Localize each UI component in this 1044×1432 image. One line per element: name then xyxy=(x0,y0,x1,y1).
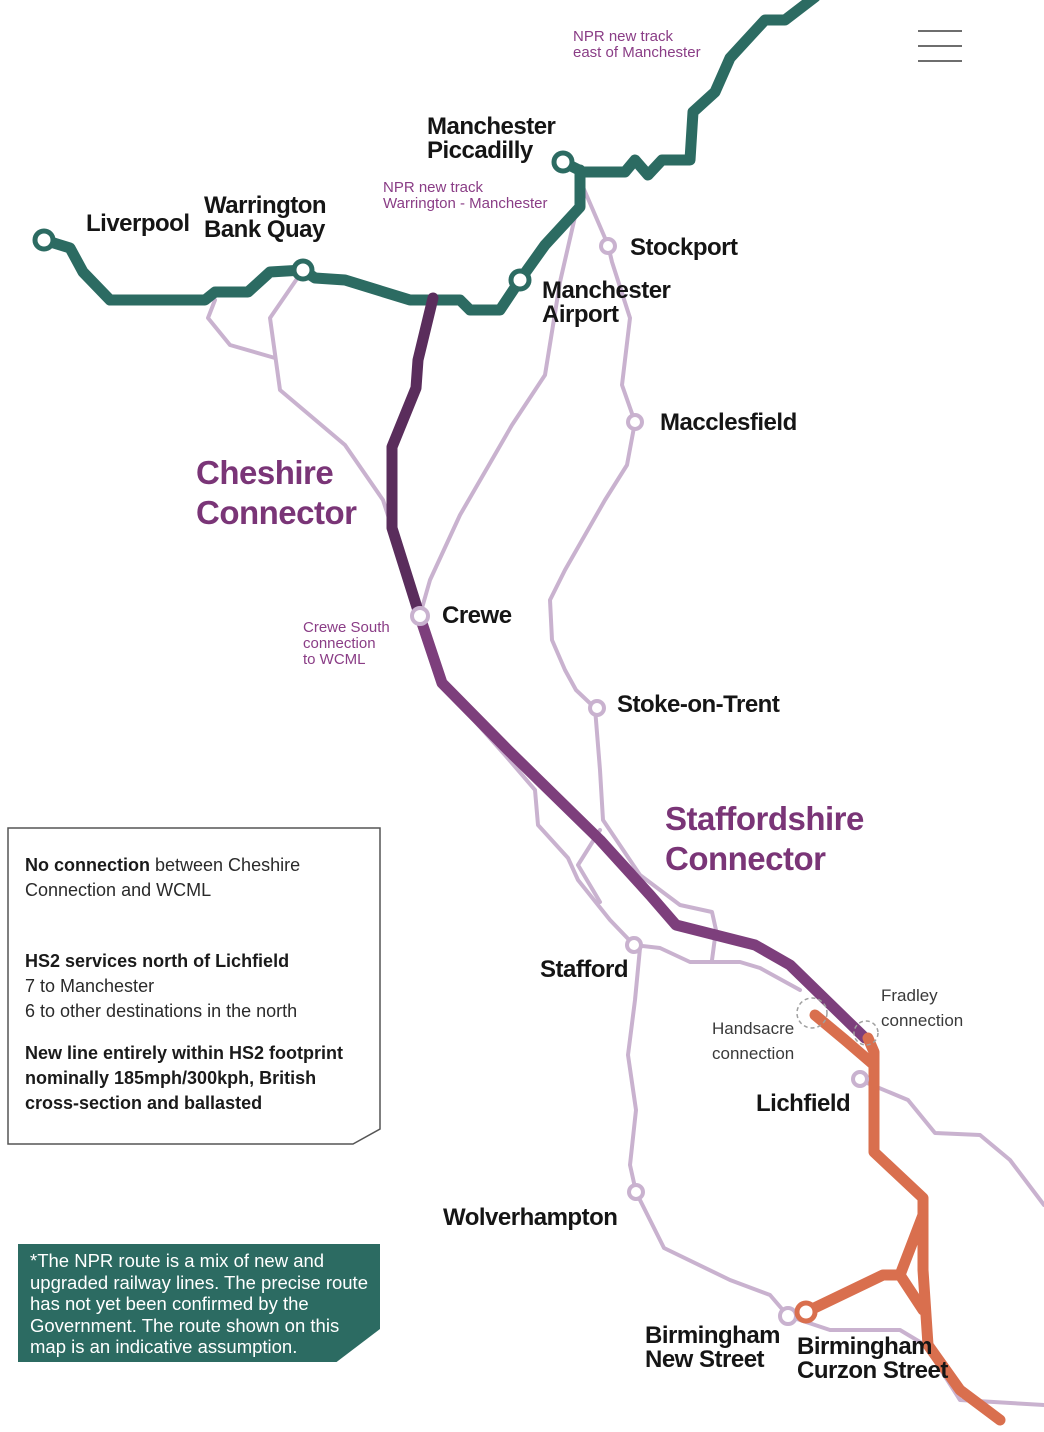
station-marker-bham-new-street[interactable] xyxy=(778,1306,798,1326)
label-staffordshire-connector-line1: Staffordshire xyxy=(665,800,864,837)
label-macclesfield: Macclesfield xyxy=(660,409,797,436)
label-stoke-on-trent: Stoke-on-Trent xyxy=(617,691,780,718)
label-stafford: Stafford xyxy=(540,956,628,983)
info-new-line: New line entirely within HS2 footprint n… xyxy=(25,1043,344,1113)
menu-bar xyxy=(918,45,962,47)
label-warrington-line1: Warrington xyxy=(204,192,326,219)
label-wolverhampton: Wolverhampton xyxy=(443,1204,617,1231)
existing-line-wolverhampton-birmingham xyxy=(634,1190,790,1318)
menu-bar xyxy=(918,30,962,32)
cheshire-connector-line xyxy=(386,292,439,623)
station-marker-stafford[interactable] xyxy=(625,936,643,954)
handsacre-connection-ring xyxy=(796,997,828,1029)
fradley-connection-ring xyxy=(853,1020,879,1046)
label-cheshire-connector-line2: Connector xyxy=(196,494,357,531)
hamburger-menu-icon[interactable] xyxy=(918,30,962,66)
label-liverpool: Liverpool xyxy=(86,210,190,237)
station-marker-wolverhampton[interactable] xyxy=(627,1183,645,1201)
station-marker-stoke[interactable] xyxy=(588,699,606,717)
info-hs2-services: HS2 services north of Lichfield 7 to Man… xyxy=(25,951,298,1021)
station-marker-stockport[interactable] xyxy=(599,237,617,255)
existing-line-trent-valley xyxy=(576,828,602,904)
station-marker-liverpool[interactable] xyxy=(32,228,56,252)
label-manchester-airport-line1: Manchester xyxy=(542,277,671,304)
staffordshire-connector-line xyxy=(414,611,871,1044)
station-marker-macclesfield[interactable] xyxy=(626,413,644,431)
label-cheshire-connector-line1: Cheshire xyxy=(196,454,333,491)
hs2-line-delta xyxy=(894,1269,929,1316)
annotation-npr-warrington-line1: NPR new track xyxy=(383,179,484,196)
existing-line-airport-crewe xyxy=(418,193,582,617)
annotation-fradley-line1: Fradley xyxy=(881,986,938,1005)
existing-line-warrington-south xyxy=(206,298,277,360)
existing-line-stafford-wolverhampton xyxy=(626,946,642,1194)
station-marker-lichfield[interactable] xyxy=(851,1070,869,1088)
info-no-connection: No connection between Cheshire Connectio… xyxy=(25,855,301,900)
station-marker-crewe[interactable] xyxy=(410,606,430,626)
label-warrington-line2: Bank Quay xyxy=(204,216,326,243)
existing-line-wcml-north xyxy=(268,268,398,542)
existing-line-lichfield-east xyxy=(858,1078,1044,1207)
menu-bar xyxy=(918,60,962,62)
existing-line-crewe-stafford xyxy=(438,680,802,992)
annotation-handsacre-line1: Handsacre xyxy=(712,1019,794,1038)
label-crewe: Crewe xyxy=(442,602,512,629)
annotation-handsacre-line2: connection xyxy=(712,1044,794,1063)
label-bham-new-street-line2: New Street xyxy=(645,1346,765,1373)
station-marker-warrington[interactable] xyxy=(291,258,315,282)
info-box: No connection between Cheshire Connectio… xyxy=(7,827,381,1145)
label-manchester-airport-line2: Airport xyxy=(542,301,619,328)
hs2-line-handsacre xyxy=(809,1009,880,1071)
station-marker-bham-curzon-street[interactable] xyxy=(794,1300,818,1324)
label-manchester-piccadilly-line1: Manchester xyxy=(427,113,556,140)
label-manchester-piccadilly-line2: Piccadilly xyxy=(427,137,534,164)
npr-line-east-of-manchester xyxy=(557,0,820,181)
label-bham-new-street-line1: Birmingham xyxy=(645,1322,780,1349)
annotation-npr-east-line1: NPR new track xyxy=(573,28,674,45)
existing-line-stockport-stoke xyxy=(548,178,718,962)
label-bham-curzon-line1: Birmingham xyxy=(797,1333,932,1360)
annotation-npr-warrington-line2: Warrington - Manchester xyxy=(383,195,548,212)
hs2-line-curzon-spur xyxy=(800,1209,929,1318)
label-staffordshire-connector-line2: Connector xyxy=(665,840,826,877)
label-bham-curzon-line2: Curzon Street xyxy=(797,1357,948,1384)
npr-route-note: *The NPR route is a mix of new and upgra… xyxy=(18,1244,380,1362)
station-marker-manchester-airport[interactable] xyxy=(508,268,532,292)
label-stockport: Stockport xyxy=(630,234,738,261)
annotation-fradley-line2: connection xyxy=(881,1011,963,1030)
annotation-crewe-south-line2: connection xyxy=(303,635,376,652)
annotation-npr-east-line2: east of Manchester xyxy=(573,44,701,61)
station-marker-manchester-piccadilly[interactable] xyxy=(551,150,575,174)
annotation-crewe-south-line3: to WCML xyxy=(303,651,366,668)
annotation-crewe-south-line1: Crewe South xyxy=(303,619,390,636)
label-lichfield: Lichfield xyxy=(756,1090,850,1117)
